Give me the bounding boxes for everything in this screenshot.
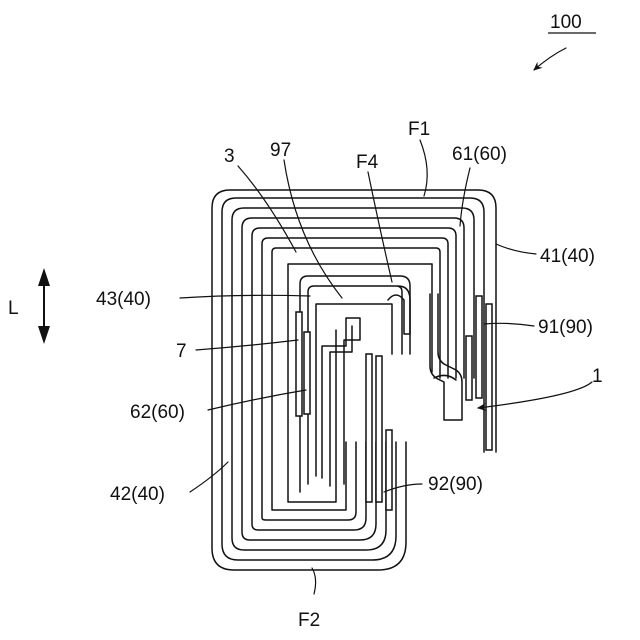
- label-F4: F4: [356, 152, 379, 173]
- label-43-40: 43(40): [96, 289, 151, 310]
- reference-labels: 100 F1 3 97 F4 61(60) 41(40) 43(40) 91(9…: [8, 12, 603, 631]
- label-F1: F1: [408, 119, 430, 140]
- label-F2: F2: [298, 610, 320, 631]
- arrow-1: [478, 382, 592, 408]
- label-62-60: 62(60): [130, 402, 185, 423]
- leader-F2: [312, 568, 316, 594]
- label-41-40: 41(40): [540, 246, 595, 267]
- leader-41: [496, 244, 536, 254]
- electrode-7a: [296, 312, 302, 416]
- outer-layers: [212, 190, 496, 570]
- electrode-92c: [386, 430, 392, 510]
- terminal-1: [430, 294, 462, 420]
- layer-outer-6: [262, 238, 448, 520]
- layer-outer-5: [252, 228, 456, 530]
- arrow-up-icon: [38, 268, 50, 286]
- label-L: L: [8, 298, 19, 319]
- tab-91c: [486, 304, 492, 450]
- leader-61: [460, 168, 470, 226]
- arrow-100: [534, 48, 566, 70]
- layer-outer-2: [212, 190, 496, 570]
- label-42-40: 42(40): [110, 484, 165, 505]
- electrode-92b: [376, 356, 382, 502]
- label-1: 1: [592, 366, 603, 387]
- inner-structure: [288, 264, 432, 510]
- leader-F4: [368, 172, 392, 282]
- label-61-60: 61(60): [452, 144, 507, 165]
- electrode-7b: [304, 332, 310, 414]
- label-92-90: 92(90): [428, 474, 483, 495]
- electrode-92a: [366, 354, 372, 502]
- leader-97: [284, 160, 342, 298]
- central-tab: [322, 318, 360, 484]
- label-97: 97: [270, 140, 291, 161]
- label-7: 7: [176, 341, 187, 362]
- leader-F1: [420, 140, 427, 196]
- label-3: 3: [224, 146, 235, 167]
- tab-91b: [476, 296, 482, 398]
- leader-43: [180, 295, 310, 298]
- direction-arrow-L: [38, 268, 50, 344]
- tab-91a: [466, 336, 472, 400]
- label-91-90: 91(90): [538, 317, 593, 338]
- arrow-down-icon: [38, 326, 50, 344]
- central-tab-2: [330, 326, 352, 486]
- label-100: 100: [550, 12, 582, 33]
